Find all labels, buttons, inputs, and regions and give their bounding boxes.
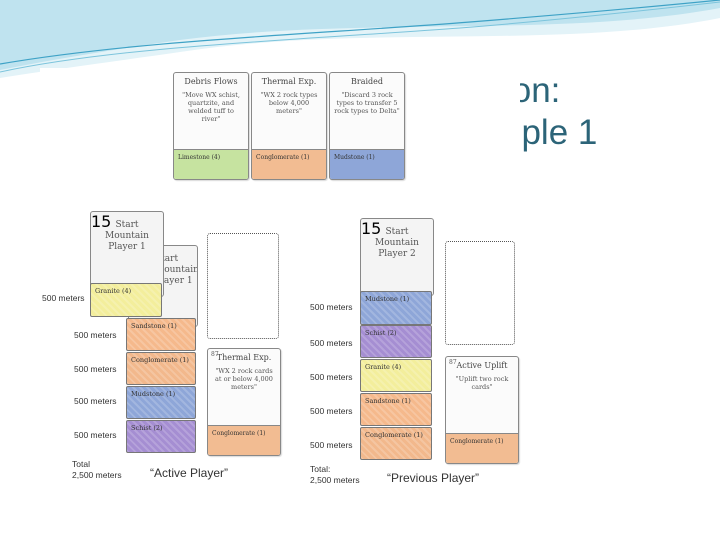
previous-meters-label: 500 meters — [310, 440, 353, 450]
previous-rock-granite: Granite (4) — [360, 359, 432, 392]
active-rock-sandstone: Sandstone (1) — [126, 318, 196, 351]
active-total-label: Total 2,500 meters — [72, 459, 122, 480]
card-text: "WX 2 rock types below 4,000 meters" — [260, 91, 318, 115]
active-rock-schist: Schist (2) — [126, 420, 196, 453]
previous-active-uplift-card: 87 Active Uplift "Uplift two rock cards"… — [445, 356, 519, 464]
previous-total-label: Total: 2,500 meters — [310, 464, 360, 485]
previous-meters-label: 500 meters — [310, 372, 353, 382]
card-number: 15 — [361, 219, 382, 238]
active-rock-conglomerate: Conglomerate (1) — [126, 352, 196, 385]
previous-meters-label: 500 meters — [310, 302, 353, 312]
start-card-name: Start Mountain Player 2 — [375, 227, 419, 259]
active-meters-label: 500 meters — [74, 430, 117, 440]
card-name: Debris Flows — [184, 77, 238, 86]
previous-meters-label: 500 meters — [310, 338, 353, 348]
card-name: Active Uplift — [456, 361, 508, 370]
active-rock-granite: Granite (4) — [90, 283, 162, 317]
previous-rock-schist: Schist (2) — [360, 325, 432, 358]
card-name: Braided — [350, 77, 383, 86]
previous-start-card: 15 Start Mountain Player 2 — [360, 218, 434, 296]
card-text: "Discard 3 rock types to transfer 5 rock… — [334, 91, 400, 115]
card-name: Thermal Exp. — [216, 353, 272, 362]
debris-flows-card: Debris Flows "Move WX schist, quartzite,… — [173, 72, 249, 180]
previous-empty-card-slot — [445, 241, 515, 345]
active-meters-label: 500 meters — [74, 330, 117, 340]
game-diagram: Debris Flows "Move WX schist, quartzite,… — [40, 68, 520, 488]
thermal-exp-card: Thermal Exp. "WX 2 rock types below 4,00… — [251, 72, 327, 180]
active-thermal-exp-card: 87 Thermal Exp. "WX 2 rock cards at or b… — [207, 348, 281, 456]
active-empty-card-slot — [207, 233, 279, 339]
header-wave-decoration — [0, 0, 720, 78]
card-text: "WX 2 rock cards at or below 4,000 meter… — [215, 367, 273, 391]
previous-player-label: “Previous Player” — [387, 471, 480, 485]
active-meters-label: 500 meters — [42, 293, 85, 303]
card-number: 87 — [211, 351, 219, 358]
braided-card: Braided "Discard 3 rock types to transfe… — [329, 72, 405, 180]
card-number: 87 — [449, 359, 457, 366]
card-rock-strip: Conglomerate (1) — [208, 425, 280, 455]
previous-meters-label: 500 meters — [310, 406, 353, 416]
card-rock-strip: Conglomerate (1) — [446, 433, 518, 463]
card-number: 15 — [91, 212, 112, 231]
start-card-name: Start Mountain Player 1 — [155, 254, 198, 286]
active-player-label: “Active Player” — [150, 466, 229, 480]
start-card-name: Start Mountain Player 1 — [105, 220, 149, 252]
previous-rock-mudstone: Mudstone (1) — [360, 291, 432, 325]
active-meters-label: 500 meters — [74, 396, 117, 406]
active-start-card: 15 Start Mountain Player 1 — [90, 211, 164, 297]
active-meters-label: 500 meters — [74, 364, 117, 374]
card-rock-strip: Mudstone (1) — [330, 149, 404, 179]
card-text: "Uplift two rock cards" — [455, 375, 509, 391]
previous-rock-conglomerate: Conglomerate (1) — [360, 427, 432, 460]
previous-rock-sandstone: Sandstone (1) — [360, 393, 432, 426]
card-text: "Move WX schist, quartzite, and welded t… — [182, 91, 240, 123]
active-rock-mudstone: Mudstone (1) — [126, 386, 196, 419]
card-rock-strip: Conglomerate (1) — [252, 149, 326, 179]
card-rock-strip: Limestone (4) — [174, 149, 248, 179]
card-name: Thermal Exp. — [261, 77, 317, 86]
